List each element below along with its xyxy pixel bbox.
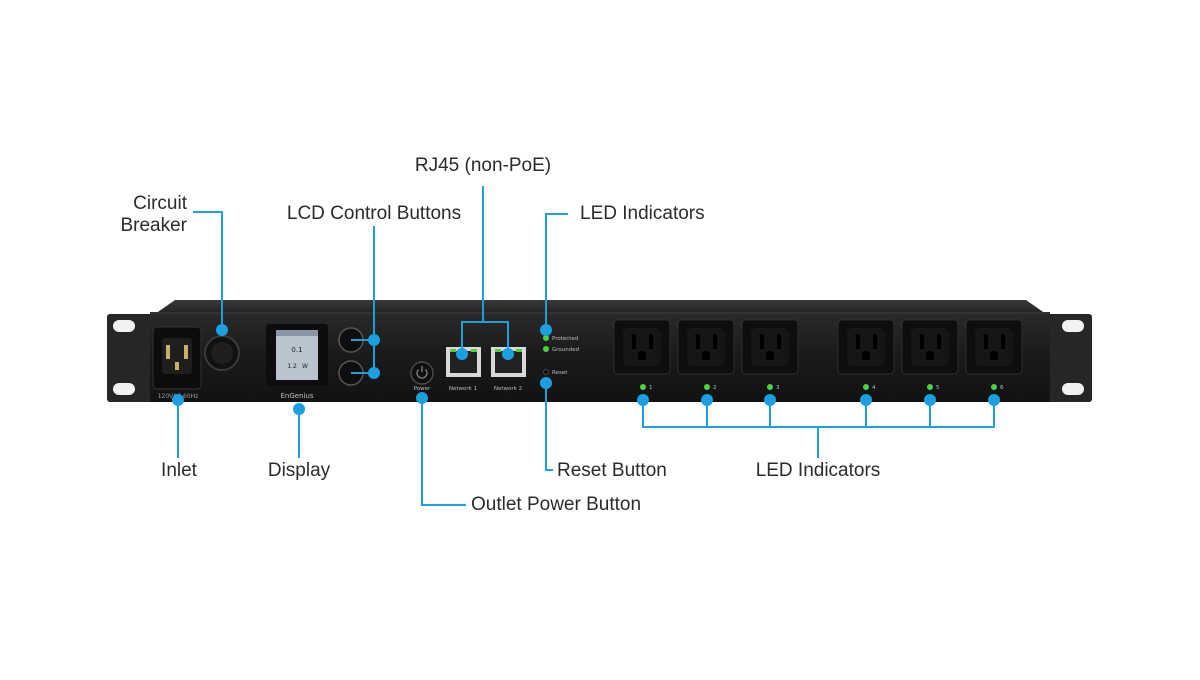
network-port-1-label: Network 1 [449, 386, 477, 392]
callout-rj45: RJ45 (non-PoE) [414, 155, 552, 176]
outlet-number-2: 2 [713, 385, 717, 391]
outlet-2 [677, 319, 735, 375]
protected-led-label: Protected [552, 336, 578, 342]
lcd-display: 0.1 1.2 W [266, 324, 328, 386]
outlet-led-4 [863, 384, 869, 390]
callout-outlet-power-button: Outlet Power Button [471, 494, 642, 515]
reset-button[interactable] [543, 369, 549, 375]
grounded-led-label: Grounded [552, 347, 579, 353]
callout-circuit-breaker-line-1: Circuit [133, 193, 187, 214]
lcd-reading-unit: W [302, 363, 308, 370]
rack-ear-right [1046, 314, 1092, 402]
callout-circuit-breaker-line-2: Breaker [120, 215, 187, 236]
circuit-breaker-knob [204, 335, 240, 371]
outlet-led-3 [767, 384, 773, 390]
outlet-number-1: 1 [649, 385, 653, 391]
outlet-3 [741, 319, 799, 375]
callout-line-led-top [545, 213, 568, 330]
outlet-power-button[interactable] [410, 361, 434, 385]
callout-led-indicators-top: LED Indicators [580, 203, 705, 224]
network-port-2-label: Network 2 [494, 386, 522, 392]
network-port-2[interactable] [491, 347, 526, 377]
callout-line-circuit-breaker [193, 211, 223, 330]
callout-lines [177, 186, 995, 506]
lcd-reading-2: 1.2 [287, 363, 297, 370]
outlet-5 [901, 319, 959, 375]
callout-led-indicators-bottom: LED Indicators [755, 460, 881, 481]
power-inlet [152, 326, 202, 390]
outlet-number-3: 3 [776, 385, 780, 391]
lcd-reading-1: 0.1 [291, 346, 302, 354]
outlet-number-5: 5 [936, 385, 940, 391]
callout-line-reset [545, 383, 553, 471]
callout-dots [172, 324, 1000, 415]
outlet-number-4: 4 [872, 385, 876, 391]
callout-line-led-bottom [642, 400, 995, 428]
callout-lcd-control-buttons: LCD Control Buttons [286, 203, 462, 224]
brand-logo: EnGenius [280, 392, 313, 400]
outlet-led-6 [991, 384, 997, 390]
callout-inlet: Inlet [161, 460, 197, 481]
callout-reset-button: Reset Button [557, 460, 667, 481]
outlet-1 [613, 319, 671, 375]
rack-ear-left [107, 314, 155, 402]
grounded-led [543, 346, 549, 352]
callout-line-power [421, 398, 466, 506]
outlet-6 [965, 319, 1023, 375]
outlet-led-5 [927, 384, 933, 390]
power-button-label: Power [414, 386, 431, 392]
reset-button-label: Reset [552, 370, 568, 376]
outlet-led-2 [704, 384, 710, 390]
callout-circuit-breaker: Circuit Breaker [95, 193, 187, 237]
outlet-number-6: 6 [1000, 385, 1004, 391]
protected-led [543, 335, 549, 341]
outlet-4 [837, 319, 895, 375]
outlet-led-1 [640, 384, 646, 390]
callout-display: Display [267, 460, 331, 481]
